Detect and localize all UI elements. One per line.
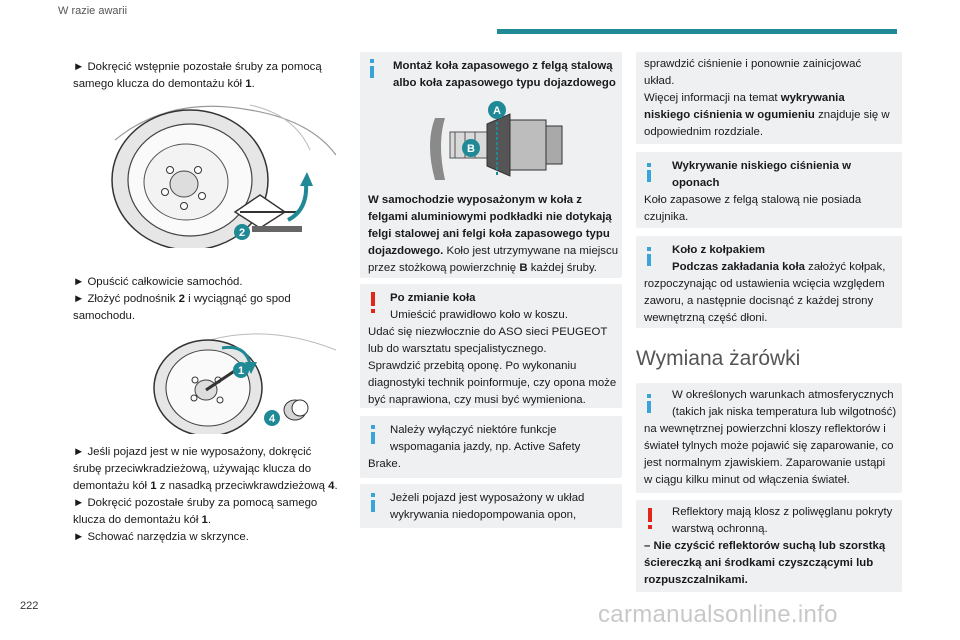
callout-b: B [467, 143, 475, 155]
info-box-spare-wheel: Montaż koła zapasowego z felgą stalową a… [360, 52, 622, 278]
info-icon [647, 163, 651, 182]
info-icon [647, 247, 651, 266]
info-box-low-pressure: Wykrywanie niskiego ciśnienia w oponach … [636, 152, 902, 228]
warning-icon [371, 292, 375, 313]
header-accent-bar [497, 29, 897, 34]
warning-icon [648, 508, 652, 529]
info-icon [647, 394, 651, 413]
info-icon [371, 493, 375, 512]
info-box-condensation: W określonych warunkach atmosferycznych … [636, 383, 902, 493]
callout-2: 2 [239, 227, 245, 239]
step-tighten-bolts: ► Dokręcić wstępnie pozostałe śruby za p… [73, 61, 322, 90]
callout-1: 1 [238, 365, 244, 377]
info-icon [371, 425, 375, 444]
info-box-tpms: Jeżeli pojazd jest wyposażony w układ wy… [360, 484, 622, 528]
section-heading: Wymiana żarówki [636, 347, 801, 370]
wheel-jack-illustration: 2 [111, 104, 336, 248]
warning-box-after-change: Po zmianie koła Umieścić prawidłowo koło… [360, 284, 622, 408]
watermark: carmanualsonline.info [598, 601, 838, 628]
info-box-driving-aids: Należy wyłączyć niektóre funkcje wspomag… [360, 416, 622, 478]
callout-a: A [493, 105, 501, 117]
info-box-hubcap: Koło z kołpakiem Podczas zakładania koła… [636, 236, 902, 328]
callout-4: 4 [269, 413, 276, 425]
info-icon [370, 59, 374, 78]
section-title: W razie awarii [58, 5, 128, 17]
bolt-washer-illustration: A B [430, 101, 563, 180]
page-number: 222 [20, 600, 39, 612]
step-antitheft-bolt: ► Jeśli pojazd jest w nie wyposażony, do… [73, 446, 338, 543]
step-lower-car: ► Opuścić całkowicie samochód. ► Złożyć … [73, 276, 291, 322]
info-box-tpms-continued: sprawdzić ciśnienie i ponownie zainicjow… [636, 52, 902, 144]
warning-box-headlights: Reflektory mają klosz z poliwęglanu pokr… [636, 500, 902, 592]
wheel-wrench-illustration: 1 4 [153, 333, 336, 434]
